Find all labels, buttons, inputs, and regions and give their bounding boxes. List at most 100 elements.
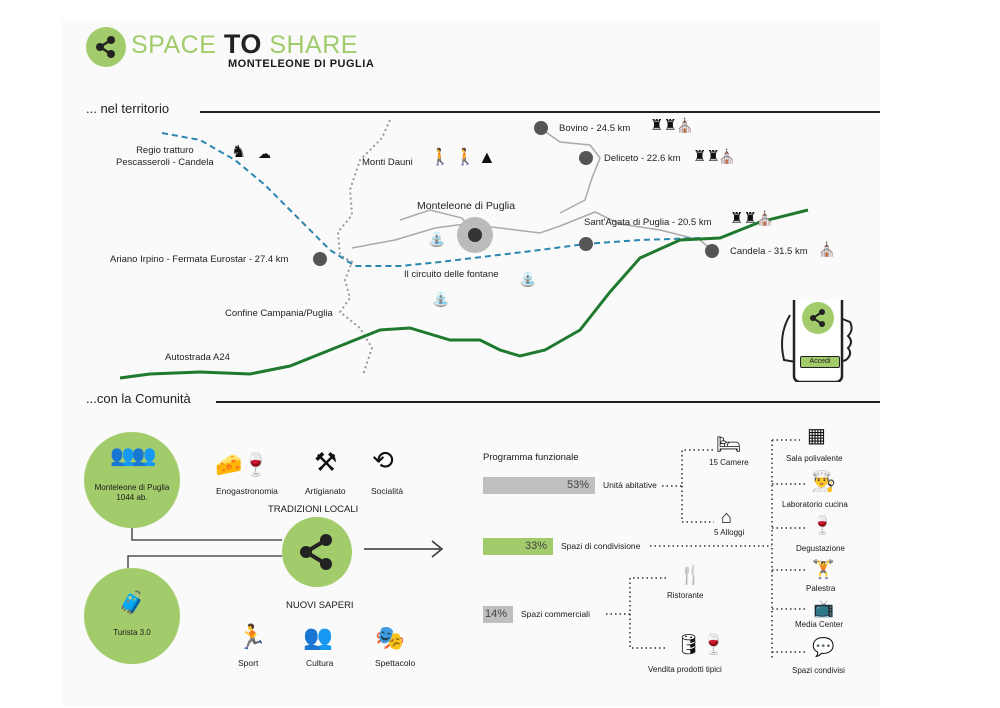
commerciali-item: Ristorante	[667, 591, 704, 600]
fountain-icon: ⛲	[432, 291, 450, 307]
monteleone-circle-label: Monteleone di Puglia 1044 ab.	[84, 483, 180, 503]
share-icon	[810, 309, 825, 327]
church-icon: ⛪	[676, 117, 694, 133]
logo-circle	[86, 27, 126, 67]
program-bar-percent: 33%	[524, 540, 547, 552]
monteleone-circle	[84, 432, 180, 528]
hikers-icon: 🚶	[430, 149, 450, 166]
sapere-label: Spettacolo	[375, 658, 416, 668]
program-bar: 14%	[483, 606, 513, 623]
house-icon: ⌂	[721, 507, 732, 527]
monteleone-name: Monteleone di Puglia	[94, 483, 170, 492]
abitative-item: 15 Camere	[709, 458, 749, 467]
cheese-wine-icon: 🧀🍷	[215, 452, 270, 477]
share-icon	[300, 534, 332, 570]
tradizione-label: Artigianato	[305, 486, 346, 496]
program-bar-percent: 14%	[484, 608, 507, 620]
autostrada-label: Autostrada A24	[165, 352, 230, 363]
commerciali-item: Vendita prodotti tipici	[648, 665, 722, 674]
auditorium-icon: ▦	[807, 425, 826, 447]
program-bar-label: Unità abitative	[603, 480, 657, 490]
castle-icon: ♜♜	[693, 148, 720, 165]
turista-label: Turista 3.0	[113, 628, 151, 637]
share-icon	[96, 36, 115, 58]
abitative-item: 5 Alloggi	[714, 528, 745, 537]
nuovi-saperi-title: NUOVI SAPERI	[286, 600, 354, 611]
brand-logo: SPACE TO SHARE	[131, 29, 358, 60]
header-subtitle: MONTELEONE DI PUGLIA	[228, 58, 375, 70]
meeting-icon: 💬	[812, 637, 835, 657]
chef-icon: 👨‍🍳	[811, 471, 836, 493]
barrels-icon: 🛢🍷	[676, 634, 727, 656]
monteleone-population: 1044 ab.	[116, 493, 148, 502]
section-territory-title: ... nel territorio	[86, 101, 170, 116]
brand-share: SHARE	[269, 31, 358, 59]
condivisione-item: Palestra	[806, 584, 836, 593]
location-dot-santagata	[579, 237, 593, 251]
brand-space: SPACE	[131, 31, 217, 59]
program-bar: 53%	[483, 477, 595, 494]
santagata-label: Sant'Agata di Puglia - 20.5 km	[584, 217, 712, 228]
location-dot-candela	[705, 244, 719, 258]
candela-label: Candela - 31.5 km	[730, 246, 808, 257]
location-dot-bovino	[534, 121, 548, 135]
people-icon: 👥👥	[110, 445, 157, 467]
people-table-icon: 👥	[303, 624, 333, 651]
runner-icon: 🏃	[237, 624, 267, 651]
craftsman-icon: ⚒	[314, 447, 338, 477]
suitcase-walker-icon: 🧳	[118, 590, 146, 615]
social-icon: ⟲	[372, 445, 394, 475]
program-bar-label: Spazi commerciali	[521, 609, 590, 619]
phone-share-circle	[802, 302, 834, 334]
sheet-background	[62, 20, 880, 706]
monti-dauni-label: Monti Dauni	[362, 157, 413, 168]
condivisione-item: Media Center	[795, 620, 844, 629]
tratturo-label-line1: Regio tratturo	[136, 145, 194, 156]
bed-icon: 🛏	[716, 434, 742, 456]
location-dot-monteleone	[468, 228, 482, 242]
theatre-masks-icon: 🎭	[375, 625, 405, 652]
bovino-label: Bovino - 24.5 km	[559, 123, 631, 134]
program-bar-percent: 53%	[566, 479, 589, 491]
condivisione-item: Spazi condivisi	[792, 666, 845, 675]
program-title: Programma funzionale	[483, 452, 579, 463]
sapere-label: Sport	[238, 658, 259, 668]
cutlery-icon: 🍴	[679, 565, 702, 585]
church-icon: ⛪	[718, 148, 736, 164]
church-icon: ⛪	[818, 241, 836, 257]
tratturo-label: Regio tratturo Pescasseroli - Candela	[116, 145, 214, 169]
road-grey	[351, 211, 713, 251]
section-community-title: ...con la Comunità	[86, 391, 191, 406]
circuito-label: Il circuito delle fontane	[404, 269, 499, 280]
ariano-label: Ariano Irpino - Fermata Eurostar - 27.4 …	[110, 254, 289, 265]
castle-icon: ♜♜	[650, 117, 677, 134]
border-dotted-line	[336, 119, 391, 376]
brand-to: TO	[223, 29, 262, 59]
sapere-label: Cultura	[306, 658, 334, 668]
turista-circle	[84, 568, 180, 664]
program-bar: 33%	[483, 538, 553, 555]
gym-icon: 🏋	[812, 559, 835, 579]
condivisione-item: Degustazione	[796, 544, 845, 553]
tradizioni-title: TRADIZIONI LOCALI	[268, 504, 359, 515]
highway-line	[119, 208, 809, 380]
tasting-icon: 🍷	[811, 515, 834, 535]
program-bar-label: Spazi di condivisione	[561, 541, 641, 551]
section-divider	[216, 401, 880, 403]
church-icon: ⛪	[756, 210, 774, 226]
media-icon: 📺	[813, 599, 835, 618]
tratturo-label-line2: Pescasseroli - Candela	[116, 157, 214, 168]
mountains-icon: ▲	[478, 147, 496, 167]
horse-rider-icon: ♞	[231, 142, 247, 161]
central-share-circle	[282, 517, 352, 587]
monteleone-map-label: Monteleone di Puglia	[417, 200, 516, 212]
accedi-button[interactable]: Accedi	[800, 356, 840, 368]
fountain-icon: ⛲	[428, 231, 446, 247]
location-dot-ariano	[313, 252, 327, 266]
confine-label: Confine Campania/Puglia	[225, 308, 333, 319]
sheep-icon: ☁	[258, 146, 271, 161]
